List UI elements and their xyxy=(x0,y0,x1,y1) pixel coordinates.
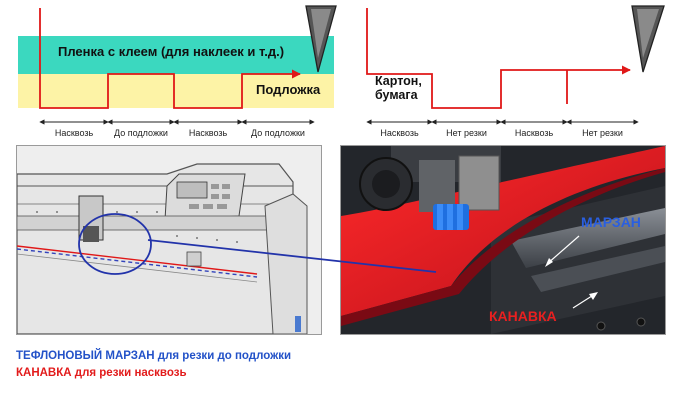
connector-line xyxy=(147,239,437,273)
film-label: Пленка с клеем (для наклеек и т.д.) xyxy=(58,44,285,59)
closeup-drawing xyxy=(341,146,665,334)
right-segment-2: Нет резки xyxy=(446,128,487,138)
left-segment-3: Насквозь xyxy=(188,128,228,138)
caption-marzan-highlight: ТЕФЛОНОВЫЙ МАРЗАН xyxy=(16,350,155,362)
plotter-drawing xyxy=(17,146,321,334)
left-segment-4: До подложки xyxy=(251,128,305,138)
left-segment-1: Насквозь xyxy=(54,128,94,138)
film-layer xyxy=(18,36,334,74)
caption-marzan-rest: для резки до подложки xyxy=(154,350,292,362)
closeup-photo: МАРЗАН КАНАВКА xyxy=(340,145,666,335)
caption-kanavka-highlight: КАНАВКА xyxy=(16,367,72,379)
marzan-label: МАРЗАН xyxy=(581,214,641,230)
cut-diagram-svg xyxy=(39,5,665,125)
caption-marzan: ТЕФЛОНОВЫЙ МАРЗАН для резки до подложки xyxy=(16,350,291,362)
kanavka-label: КАНАВКА xyxy=(489,308,557,324)
backing-layer xyxy=(18,74,334,108)
right-segment-4: Нет резки xyxy=(582,128,623,138)
material-label: Картон, бумага xyxy=(375,74,422,102)
right-cut-path xyxy=(366,8,631,109)
plotter-photo xyxy=(16,145,322,335)
caption-kanavka-rest: для резки насквозь xyxy=(71,367,187,379)
right-segment-3: Насквозь xyxy=(514,128,554,138)
left-segment-2: До подложки xyxy=(114,128,168,138)
caption-kanavka: КАНАВКА для резки насквозь xyxy=(16,367,187,379)
right-segment-1: Насквозь xyxy=(380,128,419,138)
backing-label: Подложка xyxy=(256,82,321,97)
left-cut-path xyxy=(39,8,301,109)
